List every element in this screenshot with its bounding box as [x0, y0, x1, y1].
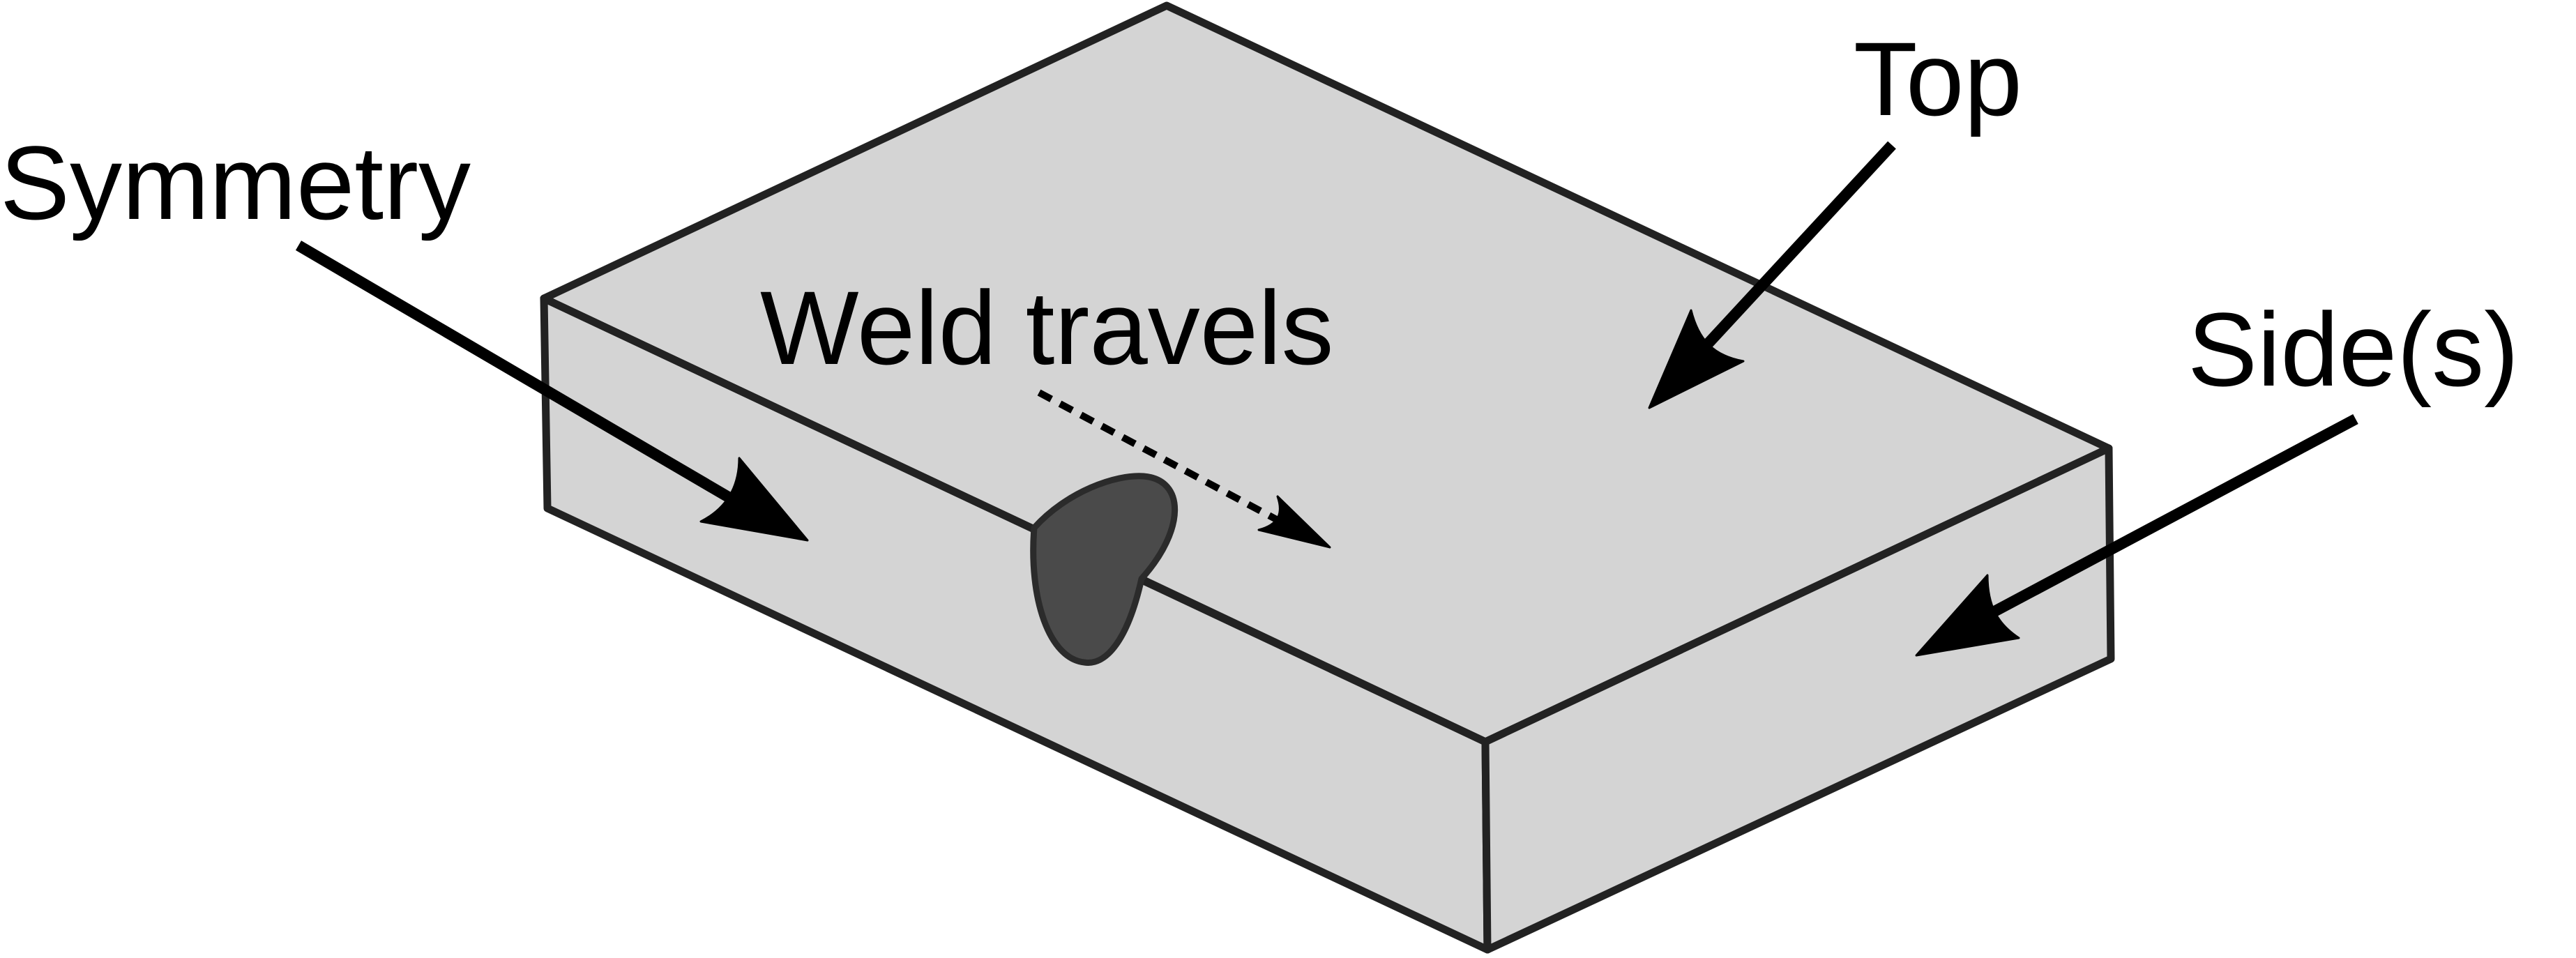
symmetry-edge: [540, 294, 1038, 533]
sides-label: Side(s): [2188, 291, 2519, 408]
symmetry-arrow-shaft: [295, 241, 743, 508]
weld-travels-arrowhead: [1257, 495, 1331, 549]
symmetry-edge-continued: [1139, 576, 1490, 746]
plate-side-face: [1481, 444, 2115, 954]
sides-arrow-shaft: [1992, 413, 2358, 617]
top-arrowhead: [1648, 309, 1745, 409]
top-arrow-shaft: [1696, 141, 1896, 356]
sides-arrowhead: [1915, 574, 2020, 657]
weld-travels-label: Weld travels: [760, 269, 1334, 386]
symmetry-arrowhead: [699, 457, 809, 542]
top-label: Top: [1854, 20, 2022, 137]
symmetry-label: Symmetry: [0, 124, 471, 241]
weld-bead: [1030, 473, 1179, 666]
